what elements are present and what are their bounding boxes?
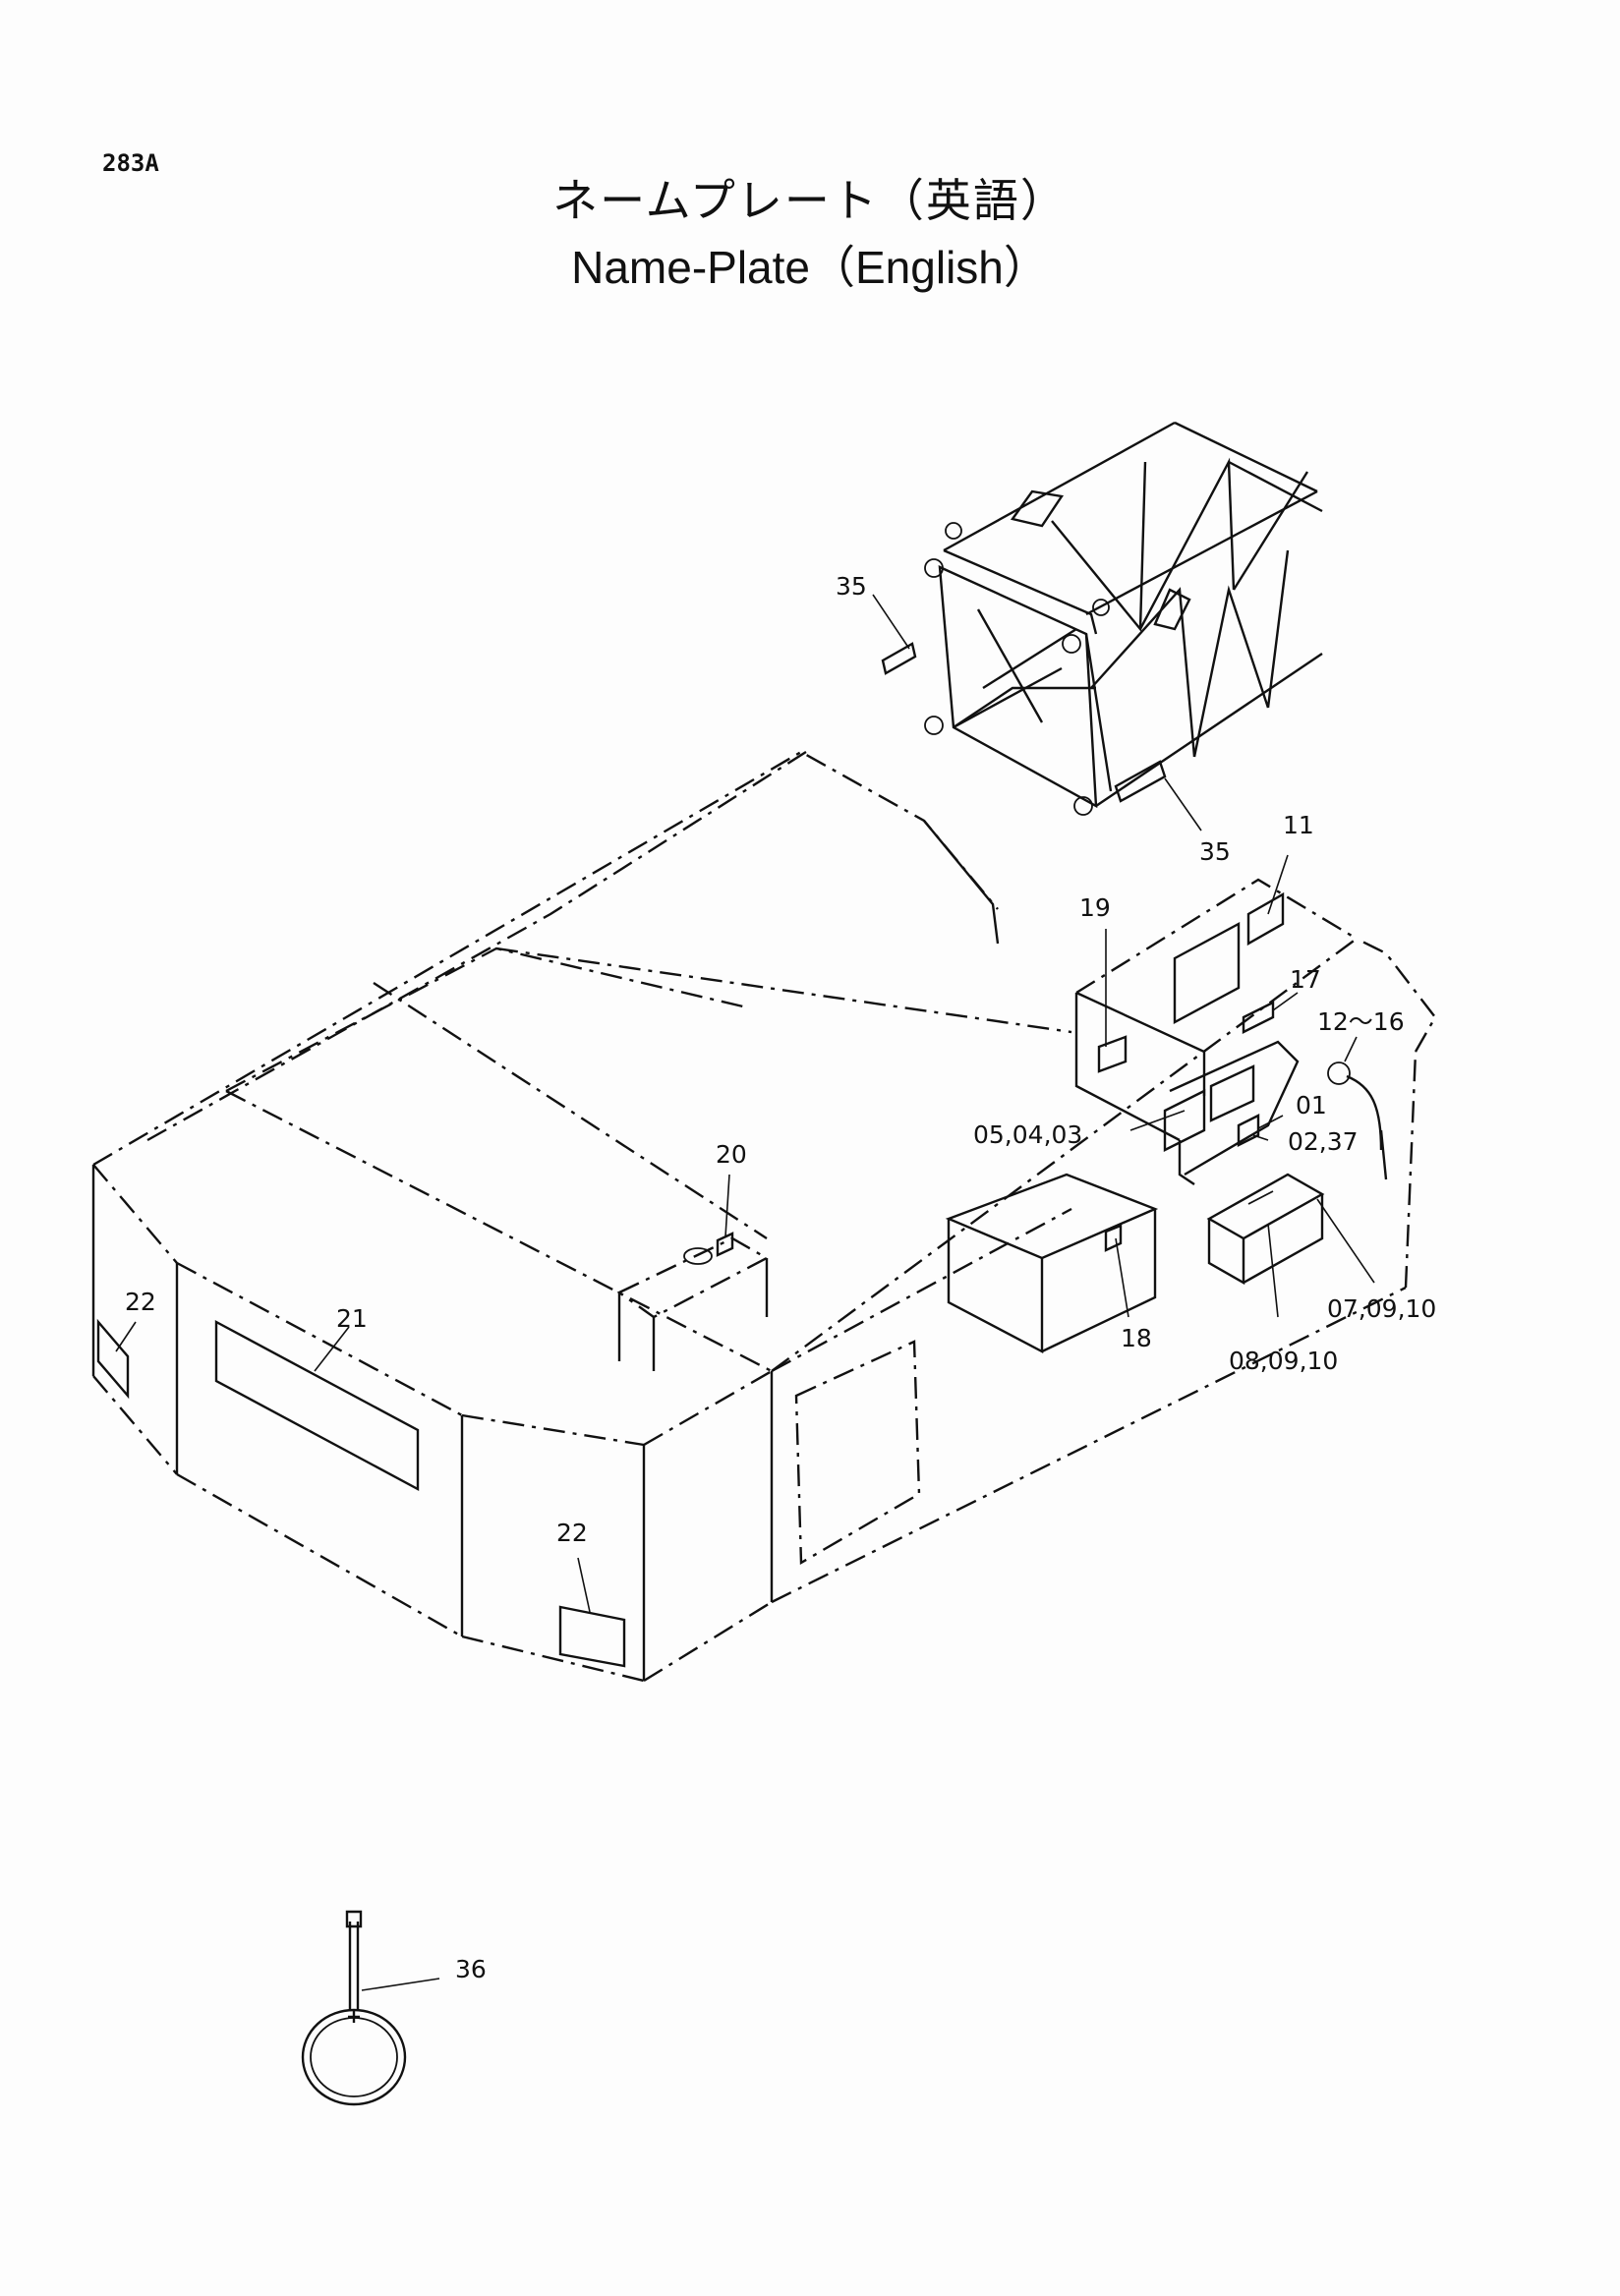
callout-35-frame: 35	[1199, 837, 1231, 866]
callout-11: 11	[1283, 811, 1314, 839]
callout-07-09-10: 07,09,10	[1327, 1294, 1436, 1323]
callout-labels: 35 35 11 19 17 12～16 01 05,04,03 02,37 2…	[125, 572, 1436, 1983]
callout-05-04-03: 05,04,03	[973, 1120, 1082, 1149]
callout-35-loose: 35	[836, 572, 867, 601]
callout-01: 01	[1296, 1091, 1327, 1119]
callout-17: 17	[1290, 965, 1321, 994]
title-japanese: ネームプレート（英語）	[552, 174, 1068, 227]
callout-22-front: 22	[556, 1519, 588, 1547]
callout-02-37: 02,37	[1288, 1127, 1359, 1156]
machine-upper-body	[91, 750, 1437, 1683]
callout-08-09-10: 08,09,10	[1229, 1347, 1338, 1375]
callout-12-16: 12～16	[1317, 1007, 1405, 1036]
callout-22-left: 22	[125, 1288, 156, 1316]
callout-21: 21	[336, 1304, 368, 1333]
callout-18: 18	[1121, 1324, 1152, 1352]
level-gauge-part	[301, 1910, 407, 2106]
page-number: 283A	[102, 149, 159, 177]
boom-lattice-section	[872, 421, 1323, 832]
callout-19: 19	[1079, 893, 1111, 922]
callout-36: 36	[455, 1955, 487, 1983]
leader-lines	[115, 854, 1375, 1991]
title-english: Name-Plate（English）	[571, 242, 1049, 293]
callout-20: 20	[716, 1140, 747, 1169]
